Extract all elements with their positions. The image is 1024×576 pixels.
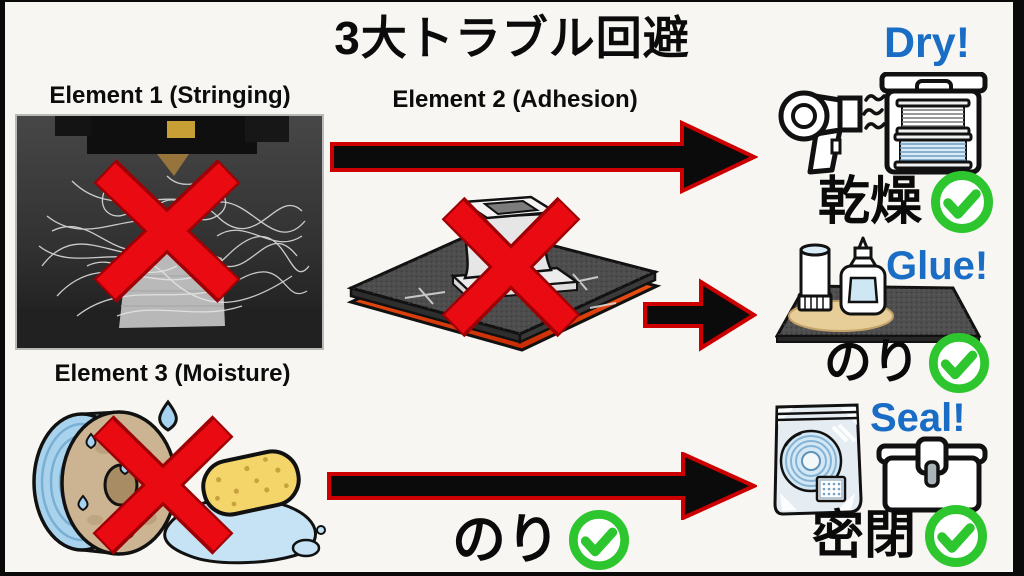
solution-dry-caption-row: 乾燥 [818, 170, 994, 234]
element2-label: Element 2 (Adhesion) [392, 86, 638, 113]
bottom-caption-text: のり [452, 510, 560, 570]
page-title: 3大トラブル回避 [334, 12, 690, 64]
red-x-icon [441, 196, 581, 338]
printer-head-icon [55, 116, 289, 176]
frame-edge-top [0, 0, 1024, 2]
desiccant-pack-icon [815, 475, 847, 503]
solution-dry-caption: 乾燥 [818, 173, 923, 231]
glue-bottle-icon [839, 236, 887, 316]
element3-label: Element 3 (Moisture) [54, 360, 291, 387]
bottom-caption-row: のり [452, 508, 630, 572]
frame-edge-left [0, 0, 5, 576]
dry-illustration [778, 72, 988, 175]
solution-glue-caption-row: のり [824, 332, 990, 394]
stringing-photo-graphic [17, 116, 322, 348]
glue-illustration [775, 236, 982, 343]
storage-box-icon [876, 436, 988, 513]
solution-glue-tag: Glue! [886, 244, 989, 288]
moisture-illustration [32, 399, 326, 565]
hair-dryer-icon [778, 90, 863, 175]
airflow-icon [862, 94, 886, 130]
arrow-right-icon [330, 120, 758, 194]
element1-label: Element 1 (Stringing) [49, 82, 291, 109]
green-check-icon [931, 171, 994, 233]
solution-dry-tag: Dry! [884, 19, 971, 67]
stringing-photo [15, 114, 324, 350]
solution-seal-caption-row: 密閉 [812, 504, 988, 568]
glue-stick-icon [797, 243, 833, 312]
frame-edge-right [1013, 0, 1024, 576]
dry-box-icon [879, 72, 988, 175]
adhesion-illustration [346, 195, 662, 352]
solution-seal-tag: Seal! [870, 396, 966, 440]
arrow-right-icon [643, 278, 757, 352]
frame-edge-bottom [0, 572, 1024, 576]
arrow-right-icon [327, 452, 757, 520]
red-x-icon [92, 415, 234, 555]
green-check-icon [925, 505, 988, 567]
red-x-icon [93, 159, 241, 303]
green-check-icon [568, 509, 630, 571]
green-check-icon [928, 332, 990, 394]
vacuum-bag-icon [773, 403, 863, 516]
solution-glue-caption: のり [824, 336, 921, 389]
sponge-icon [201, 449, 301, 517]
solution-seal-caption: 密閉 [812, 507, 917, 565]
